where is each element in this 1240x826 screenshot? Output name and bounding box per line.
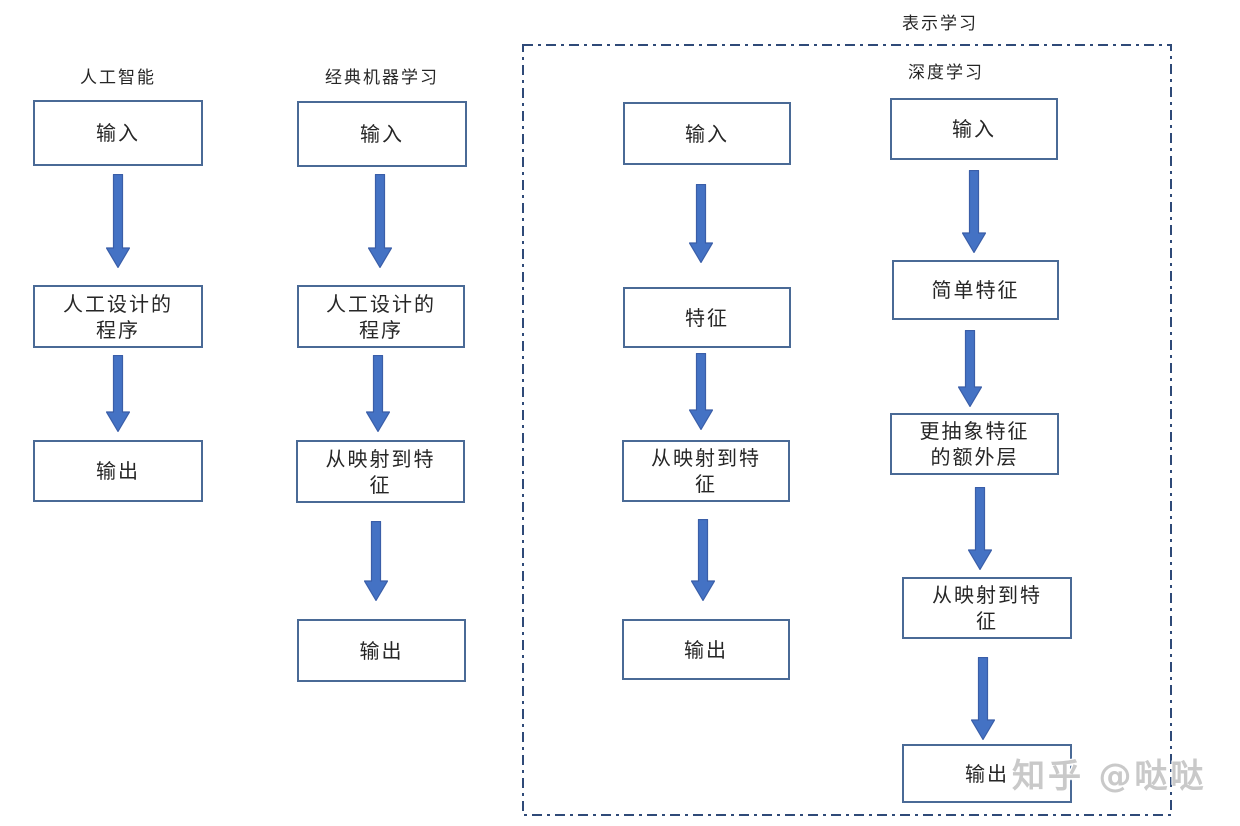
box-output: 输出 (33, 440, 203, 502)
label-artificial-intelligence: 人工智能 (80, 68, 156, 88)
flow-arrow-down-icon (968, 487, 992, 570)
label-representation-learning: 表示学习 (902, 14, 978, 34)
box-mapping-from-features: 从映射到特 征 (622, 440, 790, 502)
label-classic-machine-learning: 经典机器学习 (325, 68, 439, 88)
box-input: 输入 (623, 102, 791, 165)
flow-arrow-down-icon (971, 657, 995, 740)
box-hand-designed-program: 人工设计的 程序 (33, 285, 203, 348)
box-simple-features: 简单特征 (892, 260, 1059, 320)
flow-arrow-down-icon (366, 355, 390, 432)
flow-arrow-down-icon (962, 170, 986, 253)
zhihu-watermark: 知乎 @哒哒 (1012, 756, 1207, 795)
box-output: 输出 (297, 619, 466, 682)
box-mapping-from-features: 从映射到特 征 (902, 577, 1072, 639)
box-mapping-from-features: 从映射到特 征 (296, 440, 465, 503)
representation-learning-boundary (522, 44, 1172, 816)
flow-arrow-down-icon (106, 355, 130, 432)
label-deep-learning: 深度学习 (908, 63, 984, 83)
box-additional-abstract-feature-layers: 更抽象特征 的额外层 (890, 413, 1059, 475)
box-input: 输入 (33, 100, 203, 166)
flow-arrow-down-icon (689, 353, 713, 430)
box-features: 特征 (623, 287, 791, 348)
flow-arrow-down-icon (689, 184, 713, 263)
flow-arrow-down-icon (691, 519, 715, 601)
flow-arrow-down-icon (364, 521, 388, 601)
flow-arrow-down-icon (368, 174, 392, 268)
box-hand-designed-program: 人工设计的 程序 (297, 285, 465, 348)
flow-arrow-down-icon (958, 330, 982, 407)
box-input: 输入 (297, 101, 467, 167)
box-input: 输入 (890, 98, 1058, 160)
box-output: 输出 (622, 619, 790, 680)
box-output: 输出 (902, 744, 1072, 803)
flow-arrow-down-icon (106, 174, 130, 268)
